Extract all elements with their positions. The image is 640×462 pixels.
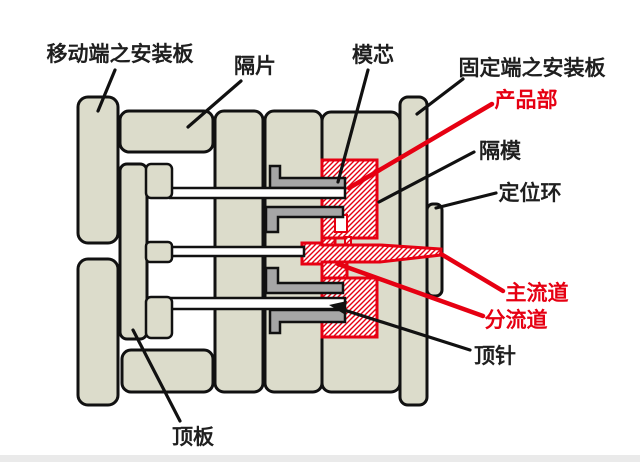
movable-mount-plate-upper	[76, 95, 120, 245]
movable-mount-plate-lower	[76, 257, 120, 407]
leader-ejector-plate	[131, 328, 182, 423]
label-locating-ring: 定位环	[498, 181, 562, 205]
sprue-puller-pin	[168, 245, 306, 258]
label-ejector-pin: 顶针	[474, 344, 516, 368]
pin-head-bottom	[144, 295, 174, 340]
label-product: 产品部	[494, 88, 558, 112]
ejector-pin-arrowhead	[329, 301, 347, 314]
leader-locating-ring	[434, 191, 498, 210]
label-runner: 分流道	[484, 308, 548, 332]
label-spacer: 隔片	[234, 54, 276, 78]
leader-cavity-block	[377, 150, 476, 204]
label-mold-core: 模芯	[352, 43, 394, 67]
label-movable-mount-plate: 移动端之安装板	[46, 42, 194, 66]
spacer-block-bottom	[120, 348, 215, 394]
ejector-pin-bottom	[168, 296, 347, 311]
leader-product	[346, 101, 495, 191]
pin-head-middle	[144, 240, 174, 264]
bottom-edge-band	[0, 455, 640, 462]
leader-runner	[335, 261, 486, 319]
label-fixed-mount-plate: 固定端之安装板	[458, 56, 606, 80]
ejector-plate	[118, 162, 149, 341]
ejector-pin-top	[168, 186, 347, 200]
core-insert-3	[264, 266, 345, 295]
leader-mold-core	[336, 68, 370, 184]
spacer-block-top	[118, 109, 215, 154]
label-sprue: 主流道	[505, 281, 569, 305]
leader-spacer	[186, 79, 243, 129]
label-cavity-block: 隔模	[479, 139, 521, 163]
label-ejector-plate: 顶板	[172, 425, 214, 449]
leader-ejector-pin	[339, 307, 472, 352]
leader-movable-mount-plate	[96, 68, 117, 113]
core-insert-2	[264, 205, 345, 234]
leader-sprue	[438, 251, 506, 294]
leader-fixed-mount-plate	[415, 77, 465, 116]
pin-head-top	[144, 162, 174, 200]
